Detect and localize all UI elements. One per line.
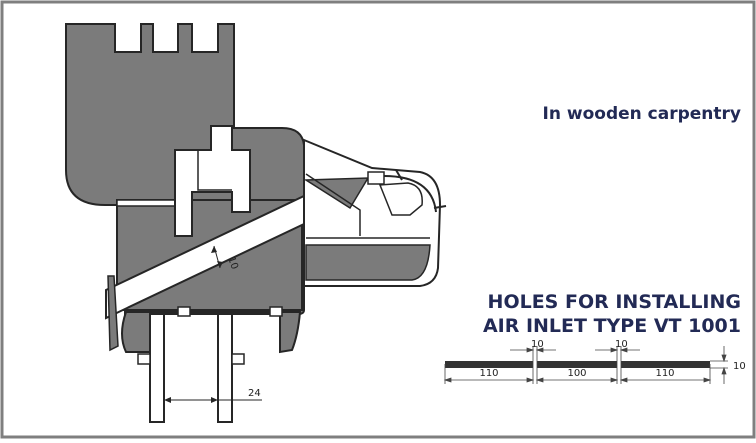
subtitle-text: In wooden carpentry [543,104,741,124]
sill-left [121,311,151,353]
seal-strip [116,199,178,207]
slot-3-length: 110 [655,368,674,379]
slot-2-length: 100 [567,368,586,379]
diagonal-slot-label: 10 [225,255,240,271]
exterior-hood [303,138,447,287]
bottom-width-label: 24 [248,388,261,399]
hood-flap [303,177,370,210]
slot-3 [621,361,710,368]
hood-base [305,244,431,281]
title-line-1: HOLES FOR INSTALLING [488,291,741,313]
hole-layout: 10 10 10 110 100 110 [443,339,746,384]
slot-1-length: 110 [479,368,498,379]
pin-left [177,306,191,317]
slot-1 [445,361,533,368]
hood-clip [367,171,385,185]
gap-right-label: 10 [615,339,628,350]
dimension-diagonal: 10 [211,245,240,271]
dimension-bottom: 24 [164,388,262,403]
foot-right [217,313,233,423]
foot-left [149,313,165,423]
sill-block [135,311,302,354]
rebate-cutout [174,125,251,237]
slot-height-label: 10 [733,361,746,372]
gap-left-label: 10 [531,339,544,350]
window-profile-section: 10 24 [65,23,447,423]
pin-bottom-left [137,353,151,365]
slot-2 [537,361,617,368]
rebate-inner-line [197,150,232,191]
title-line-2: AIR INLET TYPE VT 1001 [483,315,741,337]
pin-right [269,306,283,317]
pin-bottom-right [231,353,245,365]
inner-grille [107,275,119,352]
